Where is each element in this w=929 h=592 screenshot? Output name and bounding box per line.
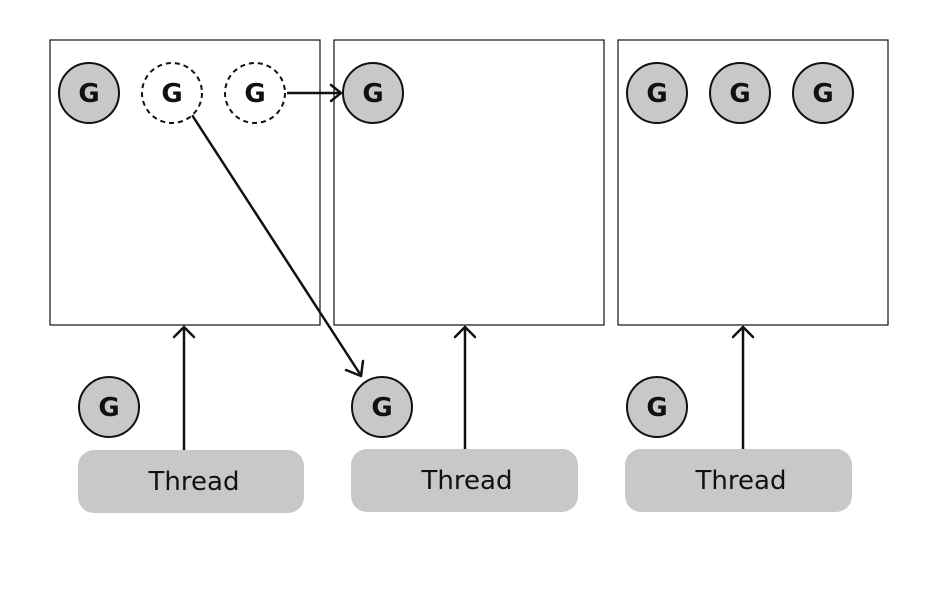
goroutine-p1-moved-2: G xyxy=(224,62,286,124)
thread-label: Thread xyxy=(695,466,787,496)
handoff-arrow-diagonal xyxy=(190,114,365,378)
goroutine-p1-moved-1: G xyxy=(141,62,203,124)
goroutine-p3-3: G xyxy=(792,62,854,124)
thread-label: Thread xyxy=(421,466,513,496)
goroutine-p2-stolen: G xyxy=(342,62,404,124)
goroutine-label: G xyxy=(646,393,667,423)
goroutine-on-thread-1: G xyxy=(78,376,140,438)
thread-to-processor-arrow-2 xyxy=(453,325,477,450)
thread-3: Thread xyxy=(625,449,852,512)
goroutine-label: G xyxy=(362,79,383,109)
goroutine-label: G xyxy=(244,79,265,109)
thread-label: Thread xyxy=(148,467,240,497)
goroutine-label: G xyxy=(729,79,750,109)
thread-to-processor-arrow-1 xyxy=(172,325,196,450)
thread-2: Thread xyxy=(351,449,578,512)
goroutine-label: G xyxy=(78,79,99,109)
goroutine-p1-running: G xyxy=(58,62,120,124)
goroutine-on-thread-2: G xyxy=(351,376,413,438)
goroutine-p3-2: G xyxy=(709,62,771,124)
goroutine-label: G xyxy=(161,79,182,109)
goroutine-label: G xyxy=(812,79,833,109)
goroutine-label: G xyxy=(98,393,119,423)
goroutine-label: G xyxy=(371,393,392,423)
goroutine-label: G xyxy=(646,79,667,109)
goroutine-p3-1: G xyxy=(626,62,688,124)
thread-to-processor-arrow-3 xyxy=(731,325,755,450)
thread-1: Thread xyxy=(78,450,304,513)
steal-arrow-horizontal xyxy=(287,83,343,103)
goroutine-on-thread-3: G xyxy=(626,376,688,438)
